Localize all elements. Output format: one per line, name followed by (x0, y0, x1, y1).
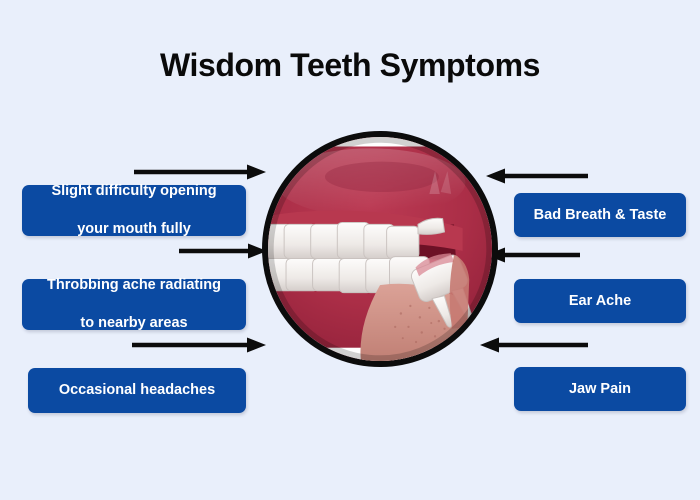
palate-shadow (324, 161, 439, 193)
mouth-cross-section-graphic (268, 137, 492, 361)
symptom-label-headaches[interactable]: Occasional headaches (28, 368, 246, 413)
symptom-label-text: Occasional headaches (58, 382, 216, 398)
arrow-right-icon (132, 337, 266, 353)
symptom-line-2: to nearby areas (80, 315, 188, 331)
inflamed-gum-over-tooth (415, 253, 455, 277)
symptom-label-mouth-opening[interactable]: Slight difficulty opening your mouth ful… (22, 182, 246, 239)
arrow-right-icon (134, 164, 266, 180)
symptom-label-text: Throbbing ache radiating to nearby areas (47, 276, 221, 333)
arrow-right-icon (179, 243, 267, 259)
arrow-left-icon (486, 247, 580, 263)
symptom-line-1: Slight difficulty opening (51, 183, 217, 199)
symptom-label-text: Ear Ache (568, 292, 632, 309)
page-title: Wisdom Teeth Symptoms (159, 47, 541, 83)
symptom-label-jaw-pain[interactable]: Jaw Pain (514, 367, 686, 411)
symptom-label-throbbing-ache[interactable]: Throbbing ache radiating to nearby areas (22, 276, 246, 333)
impacted-wisdom-tooth-illustration (262, 131, 498, 367)
top-white-band (268, 137, 492, 147)
symptom-line-1: Throbbing ache radiating (46, 277, 221, 293)
erupting-upper-tooth (417, 217, 446, 235)
symptom-label-text: Slight difficulty opening your mouth ful… (51, 182, 216, 239)
symptom-label-bad-breath-taste[interactable]: Bad Breath & Taste (514, 193, 686, 237)
arrow-left-icon (486, 168, 588, 184)
inner-vignette (268, 137, 492, 361)
symptom-label-text: Jaw Pain (568, 380, 632, 397)
palate-highlight (275, 148, 466, 217)
arrow-left-icon (480, 337, 588, 353)
symptom-line-2: your mouth fully (77, 221, 191, 237)
symptom-label-ear-ache[interactable]: Ear Ache (514, 279, 686, 323)
symptom-label-text: Bad Breath & Taste (533, 206, 667, 223)
rear-gum-flap (449, 254, 470, 329)
